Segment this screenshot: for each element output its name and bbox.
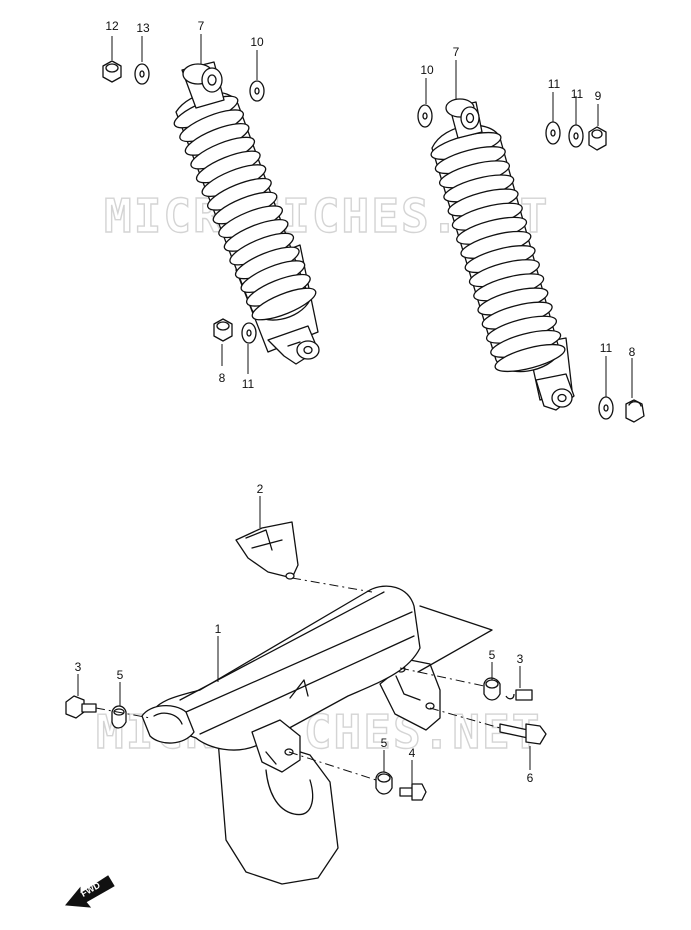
- label-part-1: 1: [215, 622, 222, 636]
- leader-lines: [77, 34, 633, 784]
- label-part-10-left: 10: [250, 35, 264, 49]
- washer-10-right: [417, 104, 433, 128]
- label-part-3-left: 3: [75, 660, 82, 674]
- label-part-7-right: 7: [453, 45, 460, 59]
- label-part-9: 9: [595, 89, 602, 103]
- label-part-5-left: 5: [117, 668, 124, 682]
- label-part-11-right-a: 11: [548, 77, 561, 91]
- spring-coil: [494, 343, 566, 373]
- label-part-7-left: 7: [198, 19, 205, 33]
- spring-coil: [251, 287, 317, 321]
- nut-12: [102, 60, 122, 83]
- label-part-11-right-c: 11: [600, 341, 613, 355]
- label-part-3-right: 3: [517, 652, 524, 666]
- right-shock-absorber: [430, 98, 575, 411]
- label-part-5-bottom: 5: [381, 736, 388, 750]
- washer-11-right-a: [545, 121, 561, 145]
- collar-5-right: [483, 677, 501, 701]
- washer-11-right-c: [598, 396, 614, 420]
- label-part-8-right: 8: [629, 345, 636, 359]
- collar-5-bottom: [375, 771, 393, 795]
- bolt-6: [499, 723, 547, 745]
- washer-13: [134, 63, 150, 85]
- assembly-lines: [95, 577, 501, 781]
- forward-direction-arrow: FWD: [65, 875, 115, 908]
- nut-9: [588, 126, 607, 151]
- bolt-3-right: [505, 689, 533, 701]
- washer-11-left: [241, 322, 257, 344]
- label-part-8-left: 8: [219, 371, 226, 385]
- label-part-12: 12: [105, 19, 119, 33]
- cap-nut-8-right: [625, 399, 645, 423]
- label-part-11-left: 11: [242, 377, 255, 391]
- label-part-11-right-b: 11: [571, 87, 584, 101]
- label-part-4: 4: [409, 746, 416, 760]
- label-part-5-right: 5: [489, 648, 496, 662]
- label-part-13: 13: [136, 21, 150, 35]
- collar-5-left: [111, 705, 127, 729]
- washer-11-right-b: [568, 124, 584, 148]
- nut-8-left: [213, 318, 233, 342]
- washer-10-left: [249, 80, 265, 102]
- label-part-2: 2: [257, 482, 264, 496]
- bracket-2: [235, 521, 299, 580]
- left-shock-absorber: [173, 61, 320, 365]
- label-part-10-right: 10: [420, 63, 434, 77]
- rear-fender-1: [141, 585, 493, 885]
- part-labels: 12 13 7 10 8 11 7 10 11 11 9 11 8 2 1 3 …: [75, 19, 636, 785]
- bolt-3-left: [65, 695, 97, 719]
- label-part-6: 6: [527, 771, 534, 785]
- bolt-4: [399, 783, 427, 801]
